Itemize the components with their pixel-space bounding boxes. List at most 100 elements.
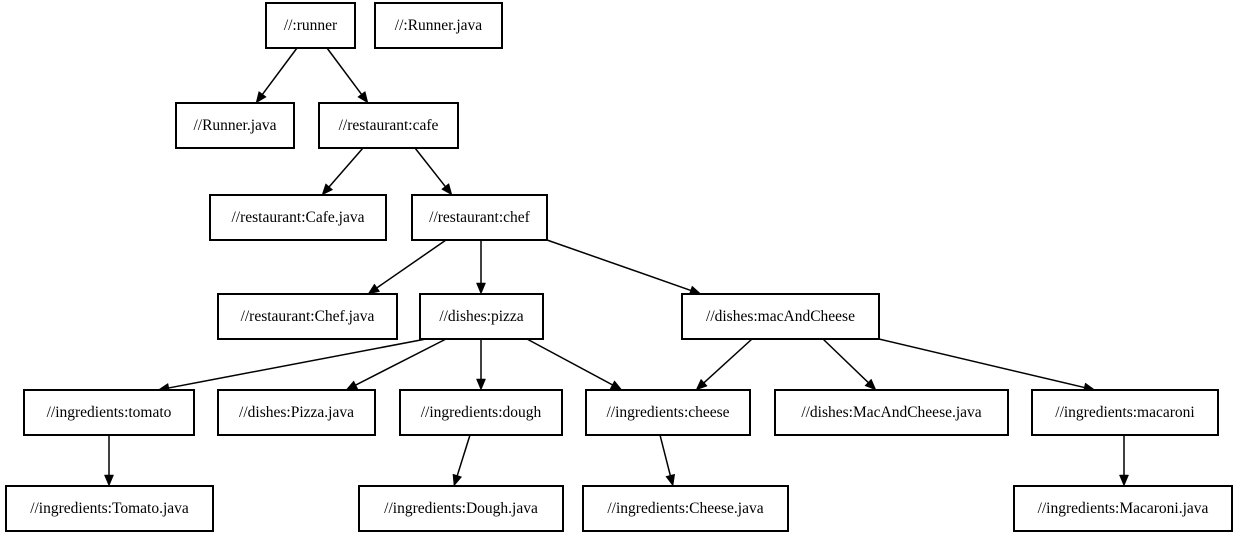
node-label: //dishes:MacAndCheese.java — [801, 404, 981, 421]
node-box[interactable] — [318, 102, 459, 149]
node-box[interactable] — [582, 485, 789, 532]
node-box[interactable] — [217, 389, 376, 436]
edge-line — [822, 338, 871, 385]
graph-node-ing-dough-java[interactable]: //ingredients:Dough.java — [358, 485, 564, 532]
edge-arrowhead — [255, 91, 267, 104]
node-box[interactable] — [1031, 389, 1219, 436]
edge-arrowhead — [357, 91, 369, 104]
node-box[interactable] — [374, 2, 503, 49]
graph-node-ing-tomato-java[interactable]: //ingredients:Tomato.java — [5, 485, 214, 532]
graph-edge — [526, 338, 623, 391]
edge-line — [166, 338, 427, 390]
node-label: //ingredients:Cheese.java — [607, 500, 763, 517]
node-box[interactable] — [217, 293, 398, 340]
graph-edge — [326, 47, 369, 104]
edge-line — [353, 338, 447, 387]
node-box[interactable] — [175, 102, 295, 149]
edge-line — [414, 147, 448, 189]
edge-arrowhead — [104, 474, 114, 487]
graph-node-ing-macaroni[interactable]: //ingredients:macaroni — [1031, 389, 1219, 436]
graph-node-runner-java[interactable]: //Runner.java — [175, 102, 295, 149]
node-label: //ingredients:Macaroni.java — [1038, 500, 1209, 517]
graph-edge — [546, 239, 702, 295]
graph-edge — [476, 240, 486, 295]
graph-edge — [659, 434, 676, 487]
node-label: //restaurant:Cafe.java — [232, 209, 365, 226]
graph-edge — [255, 47, 298, 104]
edge-arrowhead — [476, 282, 486, 295]
edge-line — [702, 338, 753, 385]
graph-edge — [414, 147, 453, 196]
graph-edge — [476, 339, 486, 391]
node-label: //dishes:Pizza.java — [239, 404, 354, 421]
graph-node-ing-cheese[interactable]: //ingredients:cheese — [585, 389, 751, 436]
node-box[interactable] — [23, 389, 195, 436]
graph-node-ing-macaroni-java[interactable]: //ingredients:Macaroni.java — [1013, 485, 1233, 532]
node-box[interactable] — [1013, 485, 1233, 532]
graph-edge — [104, 435, 114, 487]
edge-arrowhead — [441, 183, 453, 196]
edge-line — [327, 147, 364, 189]
node-label: //ingredients:tomato — [47, 404, 172, 421]
node-box[interactable] — [419, 293, 544, 340]
node-box[interactable] — [399, 389, 563, 436]
graph-edge — [822, 338, 877, 391]
edge-arrowhead — [452, 473, 463, 487]
node-label: //ingredients:macaroni — [1055, 404, 1195, 421]
node-box[interactable] — [585, 389, 751, 436]
graph-node-ing-dough[interactable]: //ingredients:dough — [399, 389, 563, 436]
edge-arrowhead — [367, 283, 381, 295]
node-box[interactable] — [265, 2, 356, 49]
edge-arrowhead — [321, 183, 334, 196]
node-label: //ingredients:Dough.java — [384, 500, 538, 517]
graph-node-dishes-mac-java[interactable]: //dishes:MacAndCheese.java — [774, 389, 1009, 436]
edge-line — [374, 239, 447, 290]
graph-node-restaurant-cafe[interactable]: //restaurant:cafe — [318, 102, 459, 149]
graph-edge — [367, 239, 447, 295]
edge-line — [260, 47, 298, 97]
node-label: //:runner — [284, 17, 338, 34]
graph-node-dishes-macandcheese[interactable]: //dishes:macAndCheese — [681, 293, 880, 340]
graph-edge — [452, 434, 471, 487]
node-box[interactable] — [5, 485, 214, 532]
edge-line — [546, 239, 693, 292]
node-layer: //:runner //:Runner.java //Runner.java //re… — [5, 2, 1233, 532]
graph-node-runner-java-root[interactable]: //:Runner.java — [374, 2, 503, 49]
edge-line — [455, 434, 471, 478]
graph-node-restaurant-chef[interactable]: //restaurant:chef — [411, 194, 548, 241]
graph-node-restaurant-chef-java[interactable]: //restaurant:Chef.java — [217, 293, 398, 340]
graph-edge — [157, 338, 427, 393]
graph-node-restaurant-cafe-java[interactable]: //restaurant:Cafe.java — [209, 194, 387, 241]
edge-arrowhead — [1119, 474, 1129, 487]
edge-arrowhead — [665, 473, 676, 487]
edge-line — [878, 338, 1087, 389]
node-label: //restaurant:Chef.java — [241, 308, 375, 325]
node-label: //dishes:macAndCheese — [706, 308, 855, 325]
edge-line — [326, 47, 364, 97]
node-box[interactable] — [774, 389, 1009, 436]
node-label: //restaurant:chef — [429, 209, 531, 226]
node-box[interactable] — [358, 485, 564, 532]
node-label: //ingredients:Tomato.java — [30, 500, 189, 517]
node-box[interactable] — [411, 194, 548, 241]
node-label: //ingredients:dough — [421, 404, 542, 421]
graph-node-dishes-pizza[interactable]: //dishes:pizza — [419, 293, 544, 340]
edge-arrowhead — [695, 378, 708, 391]
node-box[interactable] — [681, 293, 880, 340]
edge-line — [659, 434, 672, 478]
node-label: //restaurant:cafe — [339, 117, 439, 134]
graph-node-ing-cheese-java[interactable]: //ingredients:Cheese.java — [582, 485, 789, 532]
graph-node-dishes-pizza-java[interactable]: //dishes:Pizza.java — [217, 389, 376, 436]
graph-node-runner-target[interactable]: //:runner — [265, 2, 356, 49]
edge-arrowhead — [476, 378, 486, 391]
graph-node-ing-tomato[interactable]: //ingredients:tomato — [23, 389, 195, 436]
graph-edge — [345, 338, 447, 391]
graph-edge — [695, 338, 753, 391]
edge-arrowhead — [864, 378, 877, 391]
edge-arrowhead — [345, 380, 359, 391]
graph-edge — [878, 338, 1096, 393]
edge-arrowhead — [609, 380, 623, 391]
node-box[interactable] — [209, 194, 387, 241]
